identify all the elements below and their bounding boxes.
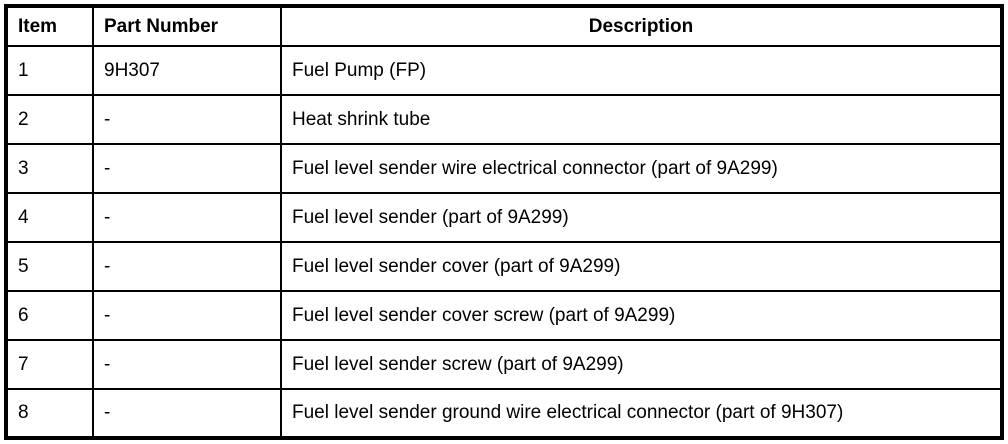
- cell-description: Fuel level sender ground wire electrical…: [280, 388, 1003, 439]
- cell-part-number: -: [92, 192, 282, 243]
- cell-item: 1: [5, 45, 94, 96]
- cell-description: Fuel level sender cover screw (part of 9…: [280, 290, 1003, 341]
- cell-part-number: -: [92, 339, 282, 390]
- cell-item: 4: [5, 192, 94, 243]
- table-row: 2-Heat shrink tube: [5, 94, 1003, 145]
- cell-item: 8: [5, 388, 94, 439]
- table-row: 6-Fuel level sender cover screw (part of…: [5, 290, 1003, 341]
- cell-description: Heat shrink tube: [280, 94, 1003, 145]
- cell-description: Fuel level sender screw (part of 9A299): [280, 339, 1003, 390]
- cell-part-number: -: [92, 388, 282, 439]
- cell-item: 7: [5, 339, 94, 390]
- table-row: 4-Fuel level sender (part of 9A299): [5, 192, 1003, 243]
- cell-description: Fuel Pump (FP): [280, 45, 1003, 96]
- header-row: Item Part Number Description: [5, 5, 1003, 47]
- cell-part-number: -: [92, 94, 282, 145]
- table-row: 3-Fuel level sender wire electrical conn…: [5, 143, 1003, 194]
- table-header: Item Part Number Description: [5, 5, 1003, 47]
- table-row: 7-Fuel level sender screw (part of 9A299…: [5, 339, 1003, 390]
- cell-part-number: -: [92, 290, 282, 341]
- cell-part-number: -: [92, 143, 282, 194]
- cell-item: 6: [5, 290, 94, 341]
- cell-description: Fuel level sender (part of 9A299): [280, 192, 1003, 243]
- cell-item: 3: [5, 143, 94, 194]
- cell-part-number: 9H307: [92, 45, 282, 96]
- column-header-description: Description: [280, 5, 1003, 47]
- column-header-item: Item: [5, 5, 94, 47]
- table-row: 8-Fuel level sender ground wire electric…: [5, 388, 1003, 439]
- cell-part-number: -: [92, 241, 282, 292]
- column-header-part-number: Part Number: [92, 5, 282, 47]
- cell-item: 5: [5, 241, 94, 292]
- cell-description: Fuel level sender wire electrical connec…: [280, 143, 1003, 194]
- table-row: 5-Fuel level sender cover (part of 9A299…: [5, 241, 1003, 292]
- cell-item: 2: [5, 94, 94, 145]
- cell-description: Fuel level sender cover (part of 9A299): [280, 241, 1003, 292]
